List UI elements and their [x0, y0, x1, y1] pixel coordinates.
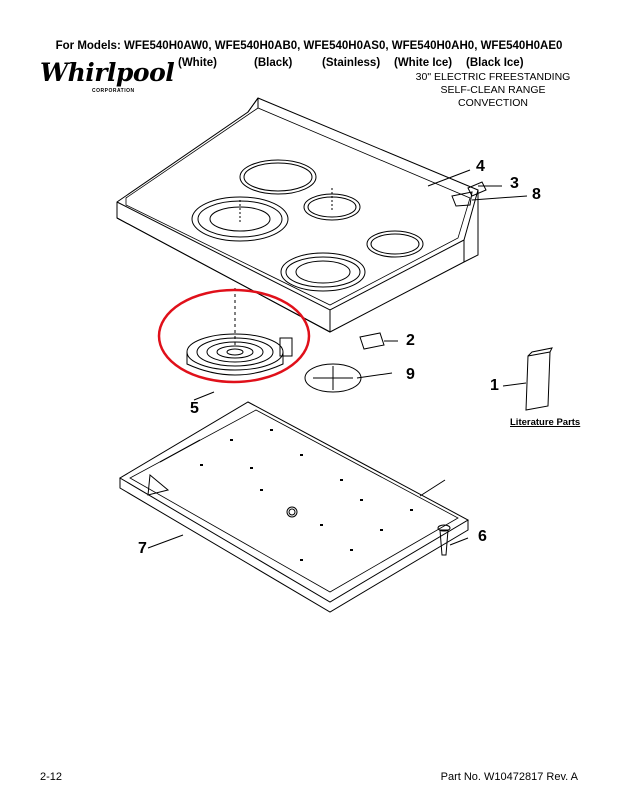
product-line-2: SELF-CLEAN RANGE: [440, 84, 546, 96]
rear-right-burner-ring: [366, 230, 424, 258]
models-line: For Models: WFE540H0AW0, WFE540H0AB0, WF…: [55, 40, 563, 52]
callout-8: 8: [532, 186, 541, 203]
highlight-circle: [157, 288, 311, 384]
callout-1: 1: [490, 377, 499, 394]
callout-7: 7: [138, 540, 147, 557]
part-number: Part No. W10472817 Rev. A: [440, 771, 578, 783]
logo-corporation-text: CORPORATION: [92, 88, 135, 94]
whirlpool-logo: Whirlpool: [40, 58, 175, 87]
rear-left-burner-ring: [239, 159, 317, 195]
surface-element: [186, 333, 293, 376]
page-number: 2-12: [40, 771, 63, 783]
clip: [359, 332, 398, 350]
color-black: (Black): [254, 57, 293, 69]
front-right-burner-ring: [280, 252, 366, 292]
color-stainless: (Stainless): [322, 57, 381, 69]
literature-parts-label: Literature Parts: [510, 417, 581, 428]
screw-and-bracket: [451, 181, 528, 207]
leader-7: [147, 534, 184, 549]
frame-screw: [437, 524, 469, 556]
leader-4: [427, 169, 471, 187]
callout-9: 9: [406, 366, 415, 383]
front-left-burner-ring: [191, 196, 289, 242]
callout-2: 2: [406, 332, 415, 349]
cooktop: [116, 97, 479, 333]
color-white: (White): [178, 57, 217, 69]
product-description: 30" ELECTRIC FREESTANDING SELF-CLEAN RAN…: [408, 71, 578, 110]
callout-6: 6: [478, 528, 487, 545]
product-line-1: 30" ELECTRIC FREESTANDING: [415, 71, 571, 83]
leader-5: [193, 391, 215, 401]
support-frame: [119, 401, 470, 613]
color-black-ice: (Black Ice): [466, 57, 524, 69]
callout-5: 5: [190, 400, 199, 417]
product-line-3: CONVECTION: [457, 97, 528, 109]
color-white-ice: (White Ice): [394, 57, 453, 69]
callout-3: 3: [510, 175, 519, 192]
callout-4: 4: [476, 158, 485, 175]
reflector: [304, 363, 393, 393]
literature-booklet: [502, 347, 553, 411]
